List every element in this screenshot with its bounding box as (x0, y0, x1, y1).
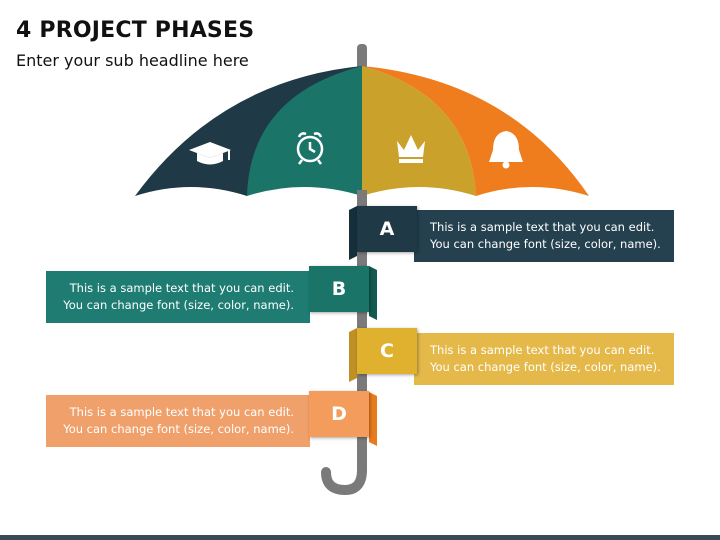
umbrella-shaft (357, 190, 367, 458)
alarm-clock-icon (296, 132, 324, 165)
phase-b-panel: This is a sample text that you can edit.… (46, 271, 310, 323)
canopy-segment-2 (247, 66, 362, 196)
phase-c-tab: C (357, 328, 417, 374)
phase-a-panel: This is a sample text that you can edit.… (414, 210, 674, 262)
phase-c-text-line2: You can change font (size, color, name). (430, 360, 661, 374)
phase-d-text-line2: You can change font (size, color, name). (63, 422, 294, 436)
canopy-segment-3 (362, 66, 476, 196)
phase-d-text-line1: This is a sample text that you can edit. (69, 405, 294, 419)
bell-icon (489, 131, 523, 169)
crown-icon (397, 135, 425, 163)
phase-c-text-line1: This is a sample text that you can edit. (430, 343, 655, 357)
phase-a-text-line1: This is a sample text that you can edit. (430, 220, 655, 234)
tab-b-fold (369, 266, 377, 320)
phase-c-panel: This is a sample text that you can edit.… (414, 333, 674, 385)
page-subtitle: Enter your sub headline here (16, 51, 249, 70)
phase-a-text-line2: You can change font (size, color, name). (430, 237, 661, 251)
tab-a-fold (349, 206, 357, 260)
graduation-cap-icon (189, 142, 231, 165)
phase-b-text-line2: You can change font (size, color, name). (63, 298, 294, 312)
bottom-bar (0, 535, 720, 540)
canopy-scallops (135, 187, 589, 200)
tab-d-fold (369, 392, 377, 446)
page-title: 4 PROJECT PHASES (16, 18, 255, 43)
canopy-segment-4 (362, 66, 589, 196)
phase-a-tab: A (357, 206, 417, 252)
umbrella-handle (321, 450, 367, 496)
tab-c-fold (349, 328, 357, 382)
phase-d-panel: This is a sample text that you can edit.… (46, 395, 310, 447)
phase-b-text-line1: This is a sample text that you can edit. (69, 281, 294, 295)
phase-d-tab: D (309, 391, 369, 437)
phase-b-tab: B (309, 266, 369, 312)
